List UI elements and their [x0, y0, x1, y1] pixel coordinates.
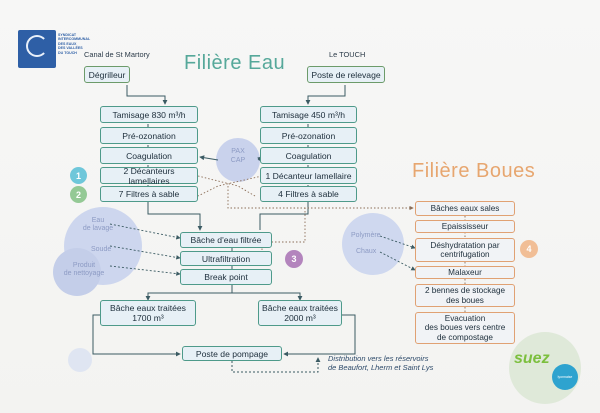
- box-preozonation-right: Pré-ozonation: [260, 127, 357, 144]
- box-filtres-right: 4 Filtres à sable: [260, 186, 357, 202]
- box-text-line: des boues vers centre: [424, 323, 506, 333]
- bubble-label-eau-lavage: Eau de lavage: [78, 217, 118, 233]
- logo-line: INTERCOMMUNAL: [58, 37, 91, 42]
- box-poste-pompage: Poste de pompage: [182, 346, 282, 361]
- box-tamisage-right: Tamisage 450 m³/h: [260, 106, 357, 123]
- box-malaxeur: Malaxeur: [415, 266, 515, 279]
- logo-line: DU TOUCH: [58, 50, 77, 55]
- box-decanteur-right: 1 Décanteur lamellaire: [260, 167, 357, 184]
- bubble-label-line: de lavage: [82, 225, 114, 232]
- box-bache-filtree: Bâche d'eau filtrée: [180, 232, 272, 248]
- box-coagulation-left: Coagulation: [100, 147, 198, 164]
- box-tamisage-left: Tamisage 830 m³/h: [100, 106, 198, 123]
- logo: [18, 30, 56, 68]
- step-badge-3: 3: [285, 250, 303, 268]
- box-degrilleur: Dégrilleur: [84, 66, 130, 83]
- distribution-line: Distribution vers les réservoirs: [328, 354, 429, 363]
- bubble-label-produit-nettoyage: Produit de nettoyage: [62, 262, 106, 278]
- bubble-label-chaux: Chaux: [356, 248, 377, 255]
- bubble-label-soude: Soude: [91, 246, 112, 253]
- bubble-label-line: Eau: [91, 217, 105, 224]
- logo-swirl-icon: [26, 35, 48, 57]
- box-break-point: Break point: [180, 269, 272, 285]
- box-epaississeur: Epaississeur: [415, 220, 515, 233]
- box-text-line: 2000 m³: [284, 313, 316, 323]
- box-evacuation-boues: Evacuation des boues vers centre de comp…: [415, 312, 515, 344]
- bubble-shape-right: [342, 213, 404, 275]
- bubble-shape-pax: [216, 138, 260, 182]
- logo-suez: suez: [514, 350, 550, 367]
- logo-line: DES EAUX: [58, 41, 77, 46]
- step-badge-4: 4: [520, 240, 538, 258]
- logo-partner-text: lyonnaise: [557, 375, 573, 379]
- bubble-label-line: Produit: [72, 262, 96, 269]
- box-deshydratation: Déshydratation par centrifugation: [415, 238, 515, 262]
- box-baches-sales: Bâches eaux sales: [415, 201, 515, 216]
- source-right-label: Le TOUCH: [329, 50, 366, 59]
- box-text-line: 1700 m³: [132, 313, 164, 323]
- box-bache-traitee-right: Bâche eaux traitées 2000 m³: [258, 300, 342, 326]
- box-text-line: Evacuation: [444, 313, 486, 323]
- box-bache-traitee-left: Bâche eaux traitées 1700 m³: [100, 300, 196, 326]
- bubble-shape-left-small: [53, 248, 101, 296]
- distribution-line: de Beaufort, Lherm et Saint Lys: [328, 363, 434, 372]
- reagent-line: CAP: [230, 157, 246, 164]
- box-text-line: centrifugation: [440, 250, 490, 259]
- step-badge-2: 2: [70, 186, 87, 203]
- logo-line: DES VALLÉES: [58, 46, 83, 51]
- decorative-circle-bottom-left: [68, 348, 92, 372]
- title-filiere-eau: Filière Eau: [184, 52, 286, 74]
- box-preozonation-left: Pré-ozonation: [100, 127, 198, 144]
- title-filiere-boues: Filière Boues: [412, 160, 536, 182]
- box-coagulation-right: Coagulation: [260, 147, 357, 164]
- reagent-line: PAX: [231, 148, 245, 155]
- box-poste-relevage: Poste de relevage: [307, 66, 385, 83]
- reagent-pax-cap: PAX CAP: [224, 147, 252, 165]
- bubble-label-polymere: Polymère: [351, 232, 381, 239]
- box-text-line: Bâche eaux traitées: [110, 303, 186, 313]
- box-bennes-stockage: 2 bennes de stockage des boues: [415, 284, 515, 307]
- box-ultrafiltration: Ultrafiltration: [180, 251, 272, 266]
- distribution-note: Distribution vers les réservoirs de Beau…: [328, 354, 433, 372]
- box-filtres-left: 7 Filtres à sable: [100, 186, 198, 202]
- logo-text: SYNDICAT INTERCOMMUNAL DES EAUX DES VALL…: [58, 33, 90, 55]
- box-text-line: des boues: [446, 295, 484, 305]
- bubble-label-line: de nettoyage: [63, 270, 105, 277]
- box-text-line: de compostage: [437, 332, 493, 342]
- box-text-line: Bâche eaux traitées: [262, 303, 338, 313]
- box-text-line: Déshydratation par: [430, 240, 500, 250]
- box-text-line: 2 bennes de stockage: [424, 286, 506, 295]
- box-decanteurs-left: 2 Décanteurs lamellaires: [100, 166, 198, 186]
- source-left-label: Canal de St Martory: [84, 50, 150, 59]
- step-badge-1: 1: [70, 167, 87, 184]
- logo-line: SYNDICAT: [58, 33, 77, 37]
- logo-partner: lyonnaise: [552, 364, 578, 390]
